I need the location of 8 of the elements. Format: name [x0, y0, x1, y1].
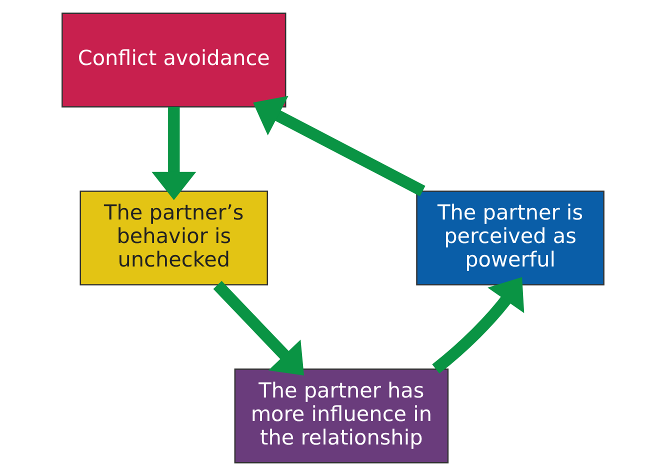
node-box: The partner has more influence in the relationship [234, 368, 449, 464]
arrow [432, 277, 524, 374]
arrow [213, 280, 304, 376]
node-box: Conflict avoidance [62, 12, 286, 108]
node-box: The partner is perceived as powerful [416, 190, 604, 286]
node-box: The partner’s behavior is unchecked [80, 190, 268, 286]
arrow [253, 96, 426, 196]
arrow [152, 106, 196, 200]
